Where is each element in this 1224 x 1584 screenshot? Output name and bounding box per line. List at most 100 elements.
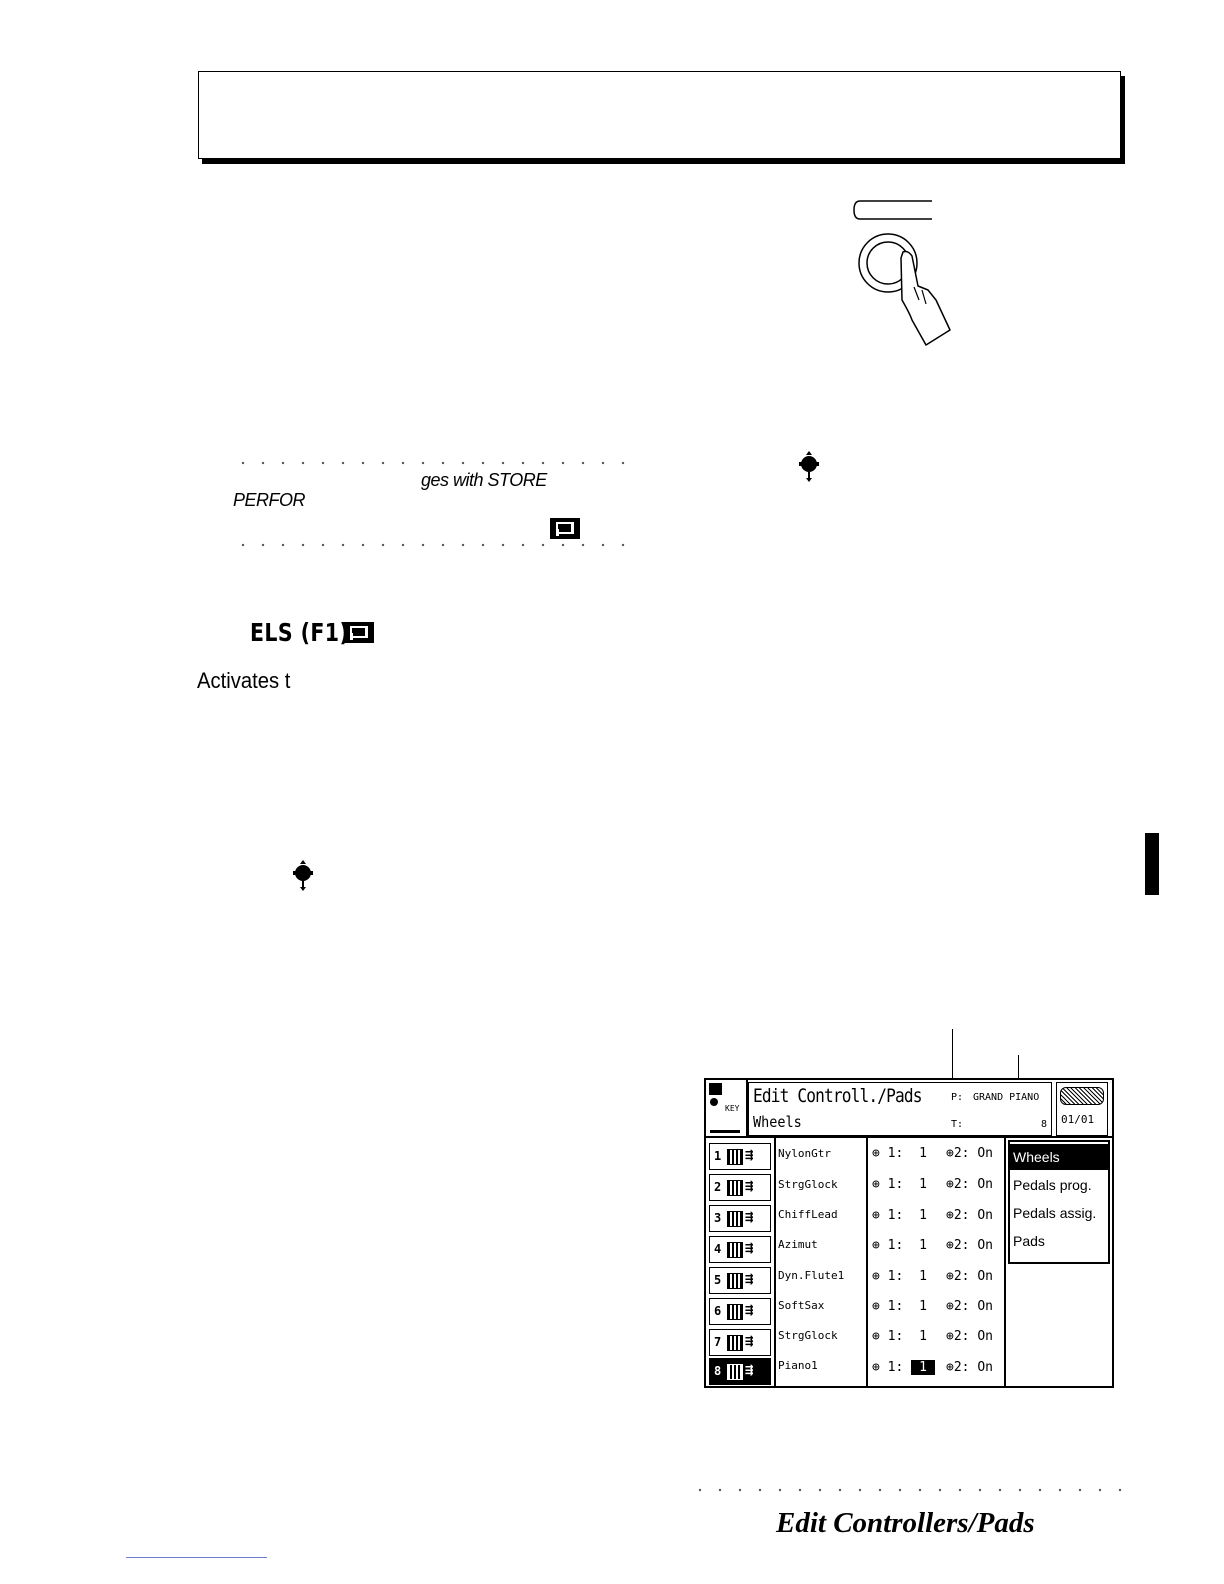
lcd-title-area: Edit Controll./Pads Wheels P: GRAND PIAN… bbox=[748, 1082, 1052, 1136]
tempo-label: T: bbox=[951, 1119, 964, 1130]
lcd-subtitle: Wheels bbox=[753, 1113, 802, 1131]
wheel2-value[interactable]: On bbox=[977, 1269, 993, 1284]
wheel2-label: 2: bbox=[953, 1238, 970, 1253]
wheel2-value[interactable]: On bbox=[977, 1146, 993, 1161]
midi-arrow-icon: ⇶ bbox=[745, 1178, 754, 1194]
keyboard-icon bbox=[727, 1242, 743, 1258]
dial-icon: ⊕ bbox=[946, 1360, 954, 1375]
callout-line bbox=[952, 1029, 953, 1078]
track-button-selected[interactable]: 8⇶ bbox=[709, 1358, 771, 1385]
dial-icon: ⊕ bbox=[872, 1269, 880, 1284]
dial-icon: ⊕ bbox=[946, 1299, 954, 1314]
chapter-header-box bbox=[198, 71, 1121, 159]
footer-page-title: Edit Controllers/Pads bbox=[776, 1507, 1035, 1539]
lcd-page-area: 01/01 bbox=[1056, 1082, 1108, 1136]
dial-icon: ⊕ bbox=[946, 1269, 954, 1284]
wheel2-value[interactable]: On bbox=[977, 1208, 993, 1223]
wheel1-value[interactable]: 1 bbox=[919, 1177, 927, 1192]
mode-icons: KEY bbox=[706, 1080, 748, 1136]
menu-item-pedals-prog[interactable]: Pedals prog. bbox=[1013, 1177, 1092, 1193]
midi-arrow-icon: ⇶ bbox=[745, 1362, 754, 1378]
wheel1-value[interactable]: 1 bbox=[919, 1299, 927, 1314]
sound-name: Piano1 bbox=[778, 1359, 818, 1372]
wheel1-label: 1: bbox=[887, 1299, 904, 1314]
keyboard-icon bbox=[727, 1180, 743, 1196]
note-top-divider bbox=[233, 461, 633, 465]
keyboard-icon bbox=[727, 1273, 743, 1289]
dial-icon: ⊕ bbox=[872, 1146, 880, 1161]
wheel1-value-selected[interactable]: 1 bbox=[911, 1360, 935, 1375]
status-dot-icon bbox=[710, 1098, 718, 1106]
keyboard-icon bbox=[727, 1364, 743, 1380]
menu-item-wheels[interactable]: Wheels bbox=[1010, 1144, 1108, 1170]
wheel2-value[interactable]: On bbox=[977, 1360, 993, 1375]
page-indicator: 01/01 bbox=[1061, 1113, 1095, 1126]
midi-arrow-icon: ⇶ bbox=[745, 1333, 754, 1349]
performance-mode-icon bbox=[709, 1083, 722, 1095]
performance-label: P: bbox=[951, 1092, 964, 1103]
track-button[interactable]: 6⇶ bbox=[709, 1298, 771, 1325]
performance-p-icon bbox=[344, 622, 374, 643]
dial-icon: ⊕ bbox=[946, 1238, 954, 1253]
track-number: 8 bbox=[714, 1364, 722, 1378]
sound-name: SoftSax bbox=[778, 1299, 825, 1312]
section-body-text: Activates t bbox=[197, 668, 291, 693]
midi-arrow-icon: ⇶ bbox=[745, 1302, 754, 1318]
wheel2-value[interactable]: On bbox=[977, 1238, 993, 1253]
wheel1-value[interactable]: 1 bbox=[919, 1208, 927, 1223]
sound-name-column: NylonGtr StrgGlock ChiffLead Azimut Dyn.… bbox=[776, 1138, 868, 1386]
track-number: 2 bbox=[714, 1180, 722, 1194]
track-number: 6 bbox=[714, 1304, 722, 1318]
midi-arrow-icon: ⇶ bbox=[745, 1147, 754, 1163]
lcd-title: Edit Controll./Pads bbox=[753, 1085, 922, 1107]
track-button[interactable]: 5⇶ bbox=[709, 1267, 771, 1294]
section-heading-text: ELS (F1) bbox=[250, 618, 350, 647]
sound-name: Dyn.Flute1 bbox=[778, 1269, 845, 1282]
wheel2-label: 2: bbox=[953, 1329, 970, 1344]
lcd-screen: KEY Edit Controll./Pads Wheels P: GRAND … bbox=[704, 1078, 1114, 1388]
sound-name: StrgGlock bbox=[778, 1329, 838, 1342]
function-menu: Wheels Pedals prog. Pedals assig. Pads bbox=[1008, 1140, 1110, 1264]
wheel2-value[interactable]: On bbox=[977, 1299, 993, 1314]
dial-icon: ⊕ bbox=[946, 1329, 954, 1344]
track-button[interactable]: 7⇶ bbox=[709, 1329, 771, 1356]
track-button[interactable]: 4⇶ bbox=[709, 1236, 771, 1263]
wheel2-label: 2: bbox=[953, 1299, 970, 1314]
track-number: 3 bbox=[714, 1211, 722, 1225]
wheel1-label: 1: bbox=[887, 1329, 904, 1344]
note-bottom-divider bbox=[233, 543, 633, 547]
track-button[interactable]: 3⇶ bbox=[709, 1205, 771, 1232]
wheel2-label: 2: bbox=[953, 1360, 970, 1375]
wheel2-label: 2: bbox=[953, 1208, 970, 1223]
wheel2-label: 2: bbox=[953, 1146, 970, 1161]
wheel1-value[interactable]: 1 bbox=[919, 1329, 927, 1344]
sound-name: ChiffLead bbox=[778, 1208, 838, 1221]
wheel-values-column: ⊕ 1: 1 ⊕2: On ⊕ 1: 1 ⊕2: On ⊕ 1: 1 ⊕2: O… bbox=[868, 1138, 1006, 1386]
menu-item-pads[interactable]: Pads bbox=[1013, 1233, 1045, 1249]
track-button[interactable]: 2⇶ bbox=[709, 1174, 771, 1201]
dial-icon: ⊕ bbox=[872, 1360, 880, 1375]
dial-icon: ⊕ bbox=[872, 1329, 880, 1344]
performance-name: GRAND PIANO bbox=[973, 1092, 1040, 1103]
track-button[interactable]: 1⇶ bbox=[709, 1143, 771, 1170]
footer-link-underline bbox=[126, 1557, 267, 1558]
keyboard-icon bbox=[727, 1304, 743, 1320]
press-button-icon bbox=[853, 200, 951, 346]
key-label: KEY bbox=[725, 1104, 740, 1113]
keyboard-icon bbox=[727, 1149, 743, 1165]
wheel1-label: 1: bbox=[887, 1177, 904, 1192]
dial-icon: ⊕ bbox=[946, 1208, 954, 1223]
dial-icon: ⊕ bbox=[872, 1208, 880, 1223]
wheel1-value[interactable]: 1 bbox=[919, 1146, 927, 1161]
menu-item-pedals-assig[interactable]: Pedals assig. bbox=[1013, 1205, 1097, 1221]
wheel2-value[interactable]: On bbox=[977, 1329, 993, 1344]
wheel1-label: 1: bbox=[887, 1146, 904, 1161]
wheel2-value[interactable]: On bbox=[977, 1177, 993, 1192]
midi-arrow-icon: ⇶ bbox=[745, 1240, 754, 1256]
dial-icon bbox=[293, 860, 313, 891]
wheel1-value[interactable]: 1 bbox=[919, 1238, 927, 1253]
wheel1-value[interactable]: 1 bbox=[919, 1269, 927, 1284]
dial-icon: ⊕ bbox=[872, 1299, 880, 1314]
keyboard-icon bbox=[727, 1335, 743, 1351]
dial-icon bbox=[799, 451, 819, 482]
